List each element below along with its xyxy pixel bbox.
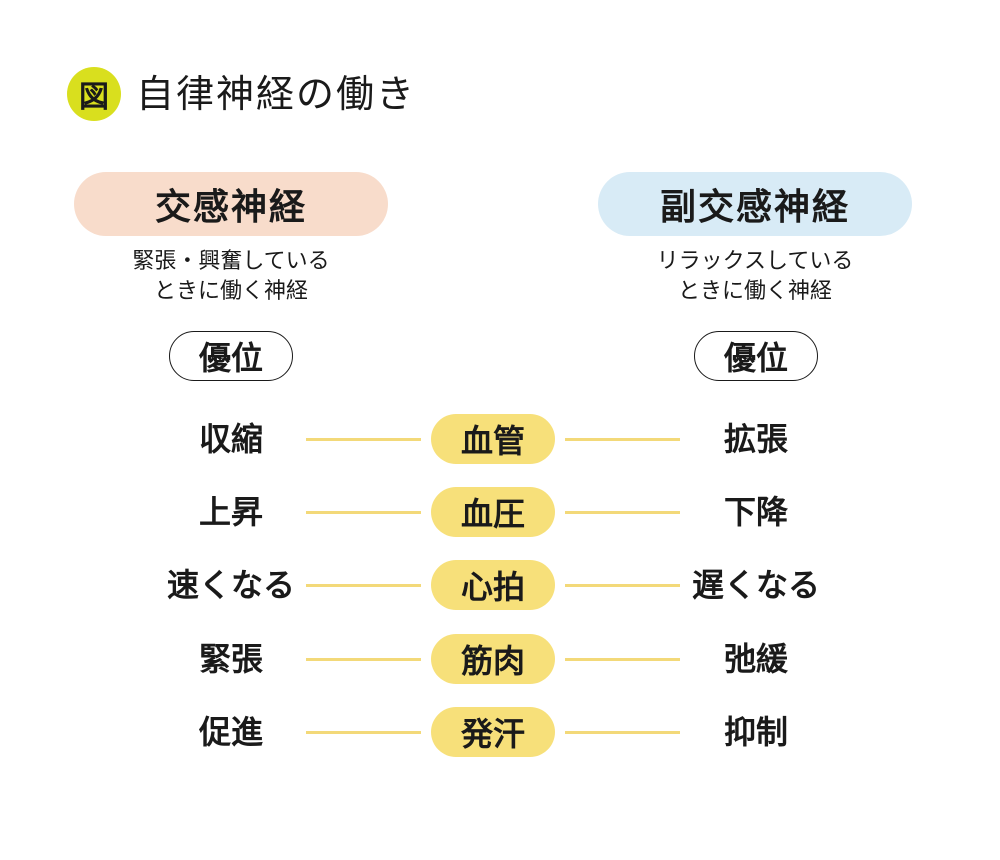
sympathetic-header: 交感神経 xyxy=(74,172,388,236)
sympathetic-effect: 緊張 xyxy=(198,640,263,678)
connector-line xyxy=(306,731,421,734)
comparison-row: 収縮 血管 拡張 xyxy=(0,414,1000,464)
connector-line xyxy=(306,584,421,587)
sympathetic-effect: 収縮 xyxy=(198,420,263,458)
parasympathetic-effect: 弛緩 xyxy=(723,640,788,678)
comparison-row: 促進 発汗 抑制 xyxy=(0,707,1000,757)
sympathetic-description: 緊張・興奮している ときに働く神経 xyxy=(71,247,391,307)
parasympathetic-effect: 下降 xyxy=(723,493,788,531)
sympathetic-effect: 上昇 xyxy=(198,493,263,531)
organ-label: 血管 xyxy=(431,414,555,464)
parasympathetic-description-line: ときに働く神経 xyxy=(677,279,832,304)
comparison-row: 緊張 筋肉 弛緩 xyxy=(0,634,1000,684)
organ-label: 心拍 xyxy=(431,560,555,610)
comparison-row: 速くなる 心拍 遅くなる xyxy=(0,560,1000,610)
connector-line xyxy=(565,584,680,587)
parasympathetic-effect: 拡張 xyxy=(723,420,788,458)
sympathetic-effect: 促進 xyxy=(198,713,263,751)
parasympathetic-effect: 遅くなる xyxy=(691,566,820,604)
parasympathetic-effect: 抑制 xyxy=(723,713,788,751)
parasympathetic-description-line: リラックスしている xyxy=(656,249,854,274)
comparison-row: 上昇 血圧 下降 xyxy=(0,487,1000,537)
figure-title: 自律神経の働き xyxy=(136,72,417,116)
connector-line xyxy=(565,438,680,441)
sympathetic-description-line: 緊張・興奮している xyxy=(132,249,330,274)
parasympathetic-dominant-label: 優位 xyxy=(694,331,818,381)
connector-line xyxy=(306,438,421,441)
sympathetic-dominant-label: 優位 xyxy=(169,331,293,381)
parasympathetic-header: 副交感神経 xyxy=(598,172,912,236)
connector-line xyxy=(565,511,680,514)
parasympathetic-description: リラックスしている ときに働く神経 xyxy=(595,247,915,307)
connector-line xyxy=(565,658,680,661)
organ-label: 筋肉 xyxy=(431,634,555,684)
connector-line xyxy=(306,658,421,661)
connector-line xyxy=(565,731,680,734)
figure-badge: 図 xyxy=(67,67,121,121)
connector-line xyxy=(306,511,421,514)
sympathetic-description-line: ときに働く神経 xyxy=(153,279,308,304)
organ-label: 血圧 xyxy=(431,487,555,537)
sympathetic-effect: 速くなる xyxy=(166,566,295,604)
organ-label: 発汗 xyxy=(431,707,555,757)
